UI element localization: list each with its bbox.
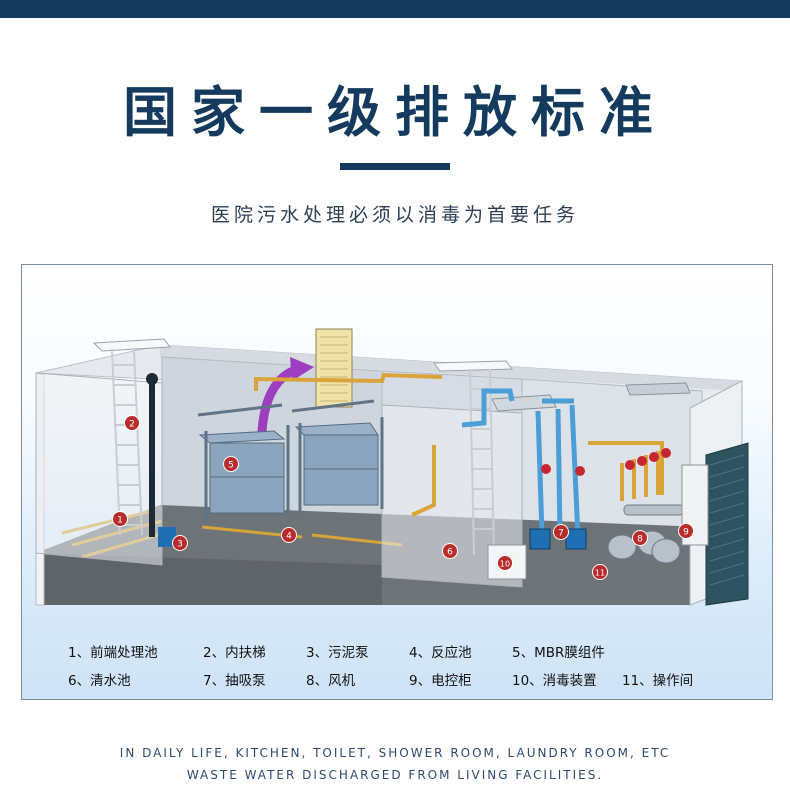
component-marker-label: 3 <box>177 540 183 550</box>
component-marker-label: 4 <box>286 532 292 542</box>
component-marker-3: 3 <box>172 535 188 551</box>
footer-text-line-1: IN DAILY LIFE, KITCHEN, TOILET, SHOWER R… <box>119 746 671 760</box>
legend-item: 11、操作间 <box>622 673 694 689</box>
component-marker-1: 1 <box>112 511 128 527</box>
page-title: 国家一级排放标准 <box>123 81 667 144</box>
component-marker-8: 8 <box>632 530 648 546</box>
treatment-system-diagram: 1 2 3 4 5 6 7 8 9 10 11 1、前端处理池 2、内扶梯 3、污泥泵 4、反应池 … <box>21 264 773 700</box>
legend-row: 6、清水池 7、抽吸泵 8、风机 9、电控柜 10、消毒装置 11、操作间 <box>68 665 748 693</box>
component-marker-4: 4 <box>281 527 297 543</box>
component-marker-10: 10 <box>497 555 513 571</box>
component-marker-label: 2 <box>129 420 135 430</box>
component-marker-label: 1 <box>117 516 123 526</box>
component-marker-5: 5 <box>223 456 239 472</box>
component-marker-label: 6 <box>447 548 453 558</box>
top-banner-bar <box>0 0 790 18</box>
footer-text-line-2: WASTE WATER DISCHARGED FROM LIVING FACIL… <box>186 768 604 782</box>
legend-item: 8、风机 <box>306 673 356 689</box>
component-marker-2: 2 <box>124 415 140 431</box>
component-legend: 1、前端处理池 2、内扶梯 3、污泥泵 4、反应池 5、MBR膜组件 6、清水池… <box>68 637 748 693</box>
legend-item: 5、MBR膜组件 <box>512 645 605 661</box>
component-marker-label: 11 <box>595 569 605 578</box>
legend-item: 3、污泥泵 <box>306 645 369 661</box>
legend-row: 1、前端处理池 2、内扶梯 3、污泥泵 4、反应池 5、MBR膜组件 <box>68 637 748 665</box>
component-marker-7: 7 <box>553 524 569 540</box>
legend-item: 10、消毒装置 <box>512 673 597 689</box>
legend-item: 1、前端处理池 <box>68 645 158 661</box>
component-marker-11: 11 <box>592 564 608 580</box>
title-underline <box>340 163 450 170</box>
component-marker-label: 9 <box>683 528 689 538</box>
legend-item: 7、抽吸泵 <box>203 673 266 689</box>
legend-item: 6、清水池 <box>68 673 131 689</box>
container-cutaway-illustration: 1 2 3 4 5 6 7 8 9 10 11 <box>35 328 749 606</box>
component-marker-label: 7 <box>558 529 564 539</box>
component-marker-label: 10 <box>500 560 510 569</box>
component-marker-9: 9 <box>678 523 694 539</box>
component-marker-6: 6 <box>442 543 458 559</box>
legend-item: 2、内扶梯 <box>203 645 266 661</box>
page-subtitle: 医院污水处理必须以消毒为首要任务 <box>210 204 579 226</box>
legend-item: 4、反应池 <box>409 645 472 661</box>
component-marker-label: 5 <box>228 461 234 471</box>
legend-item: 9、电控柜 <box>409 673 472 689</box>
component-marker-label: 8 <box>637 535 643 545</box>
